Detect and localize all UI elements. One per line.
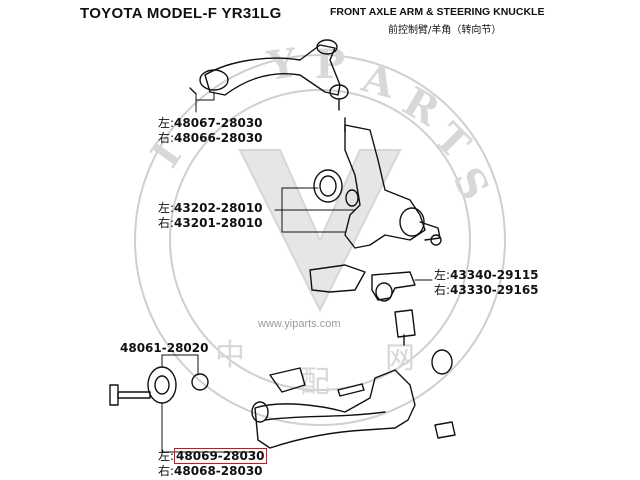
side-label-left: 左:	[158, 449, 175, 463]
svg-text:配: 配	[300, 365, 330, 400]
svg-text:P: P	[315, 41, 345, 88]
part-number: 48066-28030	[174, 131, 263, 145]
svg-text:T: T	[425, 114, 479, 168]
part-number: 43330-29165	[450, 283, 539, 297]
callout-knuckle-right[interactable]: 右:43201-28010	[158, 216, 263, 230]
side-label-left: 左:	[158, 201, 175, 215]
callout-ball-joint-right[interactable]: 右:43330-29165	[434, 283, 539, 297]
drawing-lines	[109, 39, 456, 453]
model-title: TOYOTA MODEL-F YR31LG	[80, 5, 282, 22]
watermark-cn-chars: 中 配 网	[215, 338, 415, 400]
callout-lower-arm-left[interactable]: 左:48069-28030	[158, 448, 267, 464]
watermark-url: www.yiparts.com	[258, 318, 341, 330]
callout-lower-arm-right[interactable]: 右:48068-28030	[158, 464, 263, 478]
part-number: 43340-29115	[450, 268, 539, 282]
part-number: 48061-28020	[120, 341, 209, 355]
callout-ball-joint-left[interactable]: 左:43340-29115	[434, 268, 539, 282]
part-number: 48067-28030	[174, 116, 263, 130]
part-number: 43202-28010	[174, 201, 263, 215]
part-number: 48068-28030	[174, 464, 263, 478]
callout-upper-arm-left[interactable]: 左:48067-28030	[158, 116, 263, 130]
side-label-left: 左:	[158, 116, 175, 130]
svg-text:网: 网	[385, 341, 415, 376]
side-label-left: 左:	[434, 268, 451, 282]
part-number-highlighted: 48069-28030	[174, 448, 267, 464]
callout-bushing[interactable]: 48061-28020	[120, 341, 208, 355]
watermark-logo	[134, 54, 506, 426]
side-label-right: 右:	[158, 216, 175, 230]
part-number: 43201-28010	[174, 216, 263, 230]
svg-text:Y: Y	[264, 39, 300, 90]
callout-upper-arm-right[interactable]: 右:48066-28030	[158, 131, 263, 145]
callout-knuckle-left[interactable]: 左:43202-28010	[158, 201, 263, 215]
svg-text:中: 中	[215, 338, 245, 373]
side-label-right: 右:	[434, 283, 451, 297]
part-title-cn: 前控制臂/羊角（转向节）	[388, 25, 502, 36]
side-label-right: 右:	[158, 131, 175, 145]
svg-text:A: A	[356, 54, 400, 108]
svg-text:R: R	[395, 78, 448, 136]
part-title: FRONT AXLE ARM & STEERING KNUCKLE	[330, 6, 545, 18]
side-label-right: 右:	[158, 464, 175, 478]
